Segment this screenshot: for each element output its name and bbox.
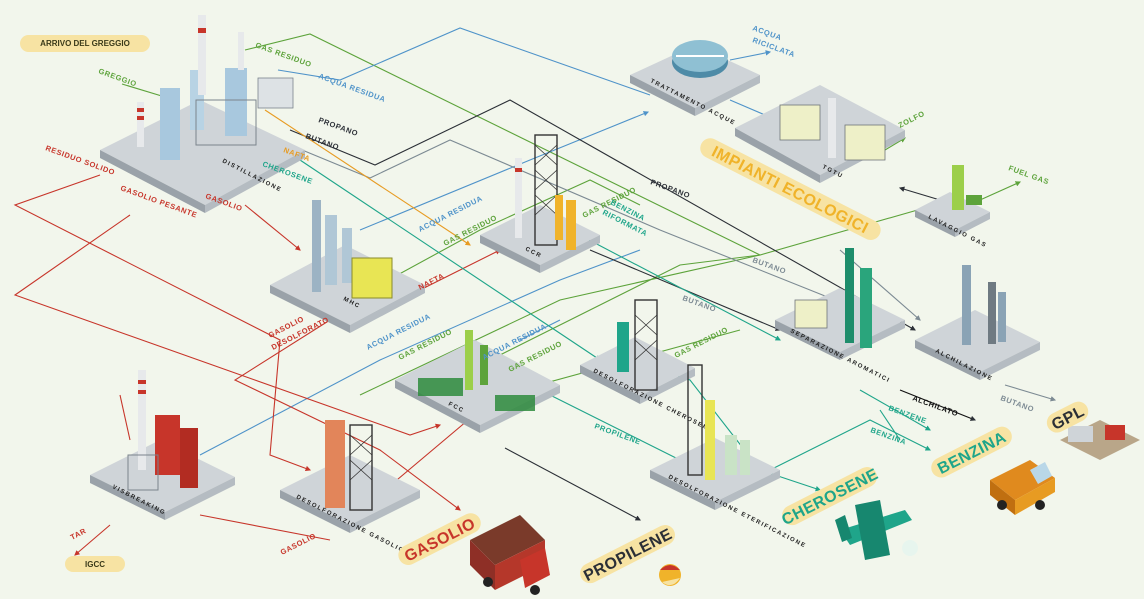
unit-trattamento: TRATTAMENTO ACQUE	[630, 40, 760, 127]
car-icon	[990, 460, 1055, 515]
line-gasolio	[244, 204, 301, 251]
label-fuel-gas: FUEL GAS	[1007, 163, 1050, 186]
line-propilene	[504, 447, 641, 521]
unit-distillazione: DISTILLAZIONE	[100, 15, 305, 213]
label-butano-right: BUTANO	[751, 255, 787, 275]
line-gasolio-desolf	[119, 394, 131, 441]
line-gas-residuo-3	[359, 254, 761, 396]
label-benzina-flow: BENZINA	[869, 425, 907, 446]
unit-desolf-cherosene: DESOLFORAZIONE CHEROSENE	[580, 299, 714, 435]
label-gas-residuo-top: GAS RESIDUO	[254, 40, 313, 69]
ball-icon	[659, 564, 681, 586]
line-acqua-3	[199, 249, 641, 456]
band-benzina: BENZINA	[931, 426, 1012, 478]
label-greggio: GREGGIO	[97, 66, 138, 88]
line-nafta	[264, 109, 471, 246]
unit-lavaggio: LAVAGGIO GAS	[915, 165, 990, 249]
unit-visbreaking: VISBREAKING	[90, 370, 235, 520]
badge-arrivo-greggio: ARRIVO DEL GREGGIO	[20, 35, 150, 52]
line-gas-residuo-4	[469, 254, 761, 371]
label-butano-top: BUTANO	[304, 131, 340, 151]
line-fuelgas	[979, 181, 1022, 201]
label-propano-right: PROPANO	[649, 177, 691, 200]
line-tar	[74, 524, 111, 556]
badge-igcc: IGCC	[65, 556, 125, 572]
line-nafta-2	[419, 249, 501, 291]
unit-alchilazione: ALCHILAZIONE	[915, 265, 1040, 383]
label-gasolio-bottom: GASOLIO	[279, 531, 318, 557]
line-cherosene	[299, 159, 601, 361]
label-butano-gpl: BUTANO	[999, 393, 1035, 413]
line-benzina-green	[879, 409, 901, 441]
line-acqua-1	[277, 27, 651, 96]
line-butano	[289, 139, 836, 301]
label-zolfo: ZOLFO	[897, 109, 926, 130]
label-tar: TAR	[69, 526, 88, 542]
unit-tgtu: TGTU	[735, 85, 905, 183]
badge-igcc-text: IGCC	[85, 559, 105, 569]
line-acqua-riciclata	[729, 50, 772, 61]
label-gas-residuo-sep: GAS RESIDUO	[673, 325, 730, 360]
unit-ccr: CCR	[480, 134, 600, 273]
line-acqua-2	[359, 111, 650, 231]
line-benzina-riformata	[569, 229, 781, 341]
line-lavaggio-tgtu	[898, 186, 941, 201]
label-propano: PROPANO	[317, 115, 359, 138]
line-residuo-solido	[13, 174, 312, 472]
truck-icon	[470, 515, 550, 595]
label-acqua-residua-top: ACQUA RESIDUA	[317, 71, 387, 104]
line-butano-gpl	[1004, 384, 1057, 402]
label-nafta-mhc: NAFTA	[417, 271, 446, 292]
line-zolfo	[884, 137, 906, 151]
unit-gpl	[1060, 420, 1140, 460]
line-gasolio-bottom	[199, 514, 331, 541]
line-acqua-4	[519, 319, 561, 341]
line-desolf-red	[233, 319, 461, 511]
airplane-icon	[835, 500, 918, 560]
label-benzene: BENZENE	[887, 403, 928, 425]
label-propilene-flow: PROPILENE	[593, 421, 642, 446]
flow-lines	[13, 27, 1057, 556]
badge-arrivo-text: ARRIVO DEL GREGGIO	[40, 39, 130, 48]
line-benzina	[769, 419, 931, 471]
label-gasolio-product: GASOLIO	[402, 515, 479, 565]
line-alchilato	[899, 389, 977, 421]
line-benzene	[859, 389, 931, 431]
unit-mhc: MHC	[270, 200, 425, 333]
line-gasolio-pesante	[13, 214, 442, 436]
label-benzina-product: BENZINA	[935, 429, 1009, 478]
line-propilene-teal	[549, 394, 691, 466]
line-propano	[289, 99, 916, 331]
unit-fcc: FCC	[395, 330, 560, 433]
line-greggio	[121, 83, 167, 99]
unit-separazione: SEPARAZIONE AROMATICI	[775, 248, 905, 384]
